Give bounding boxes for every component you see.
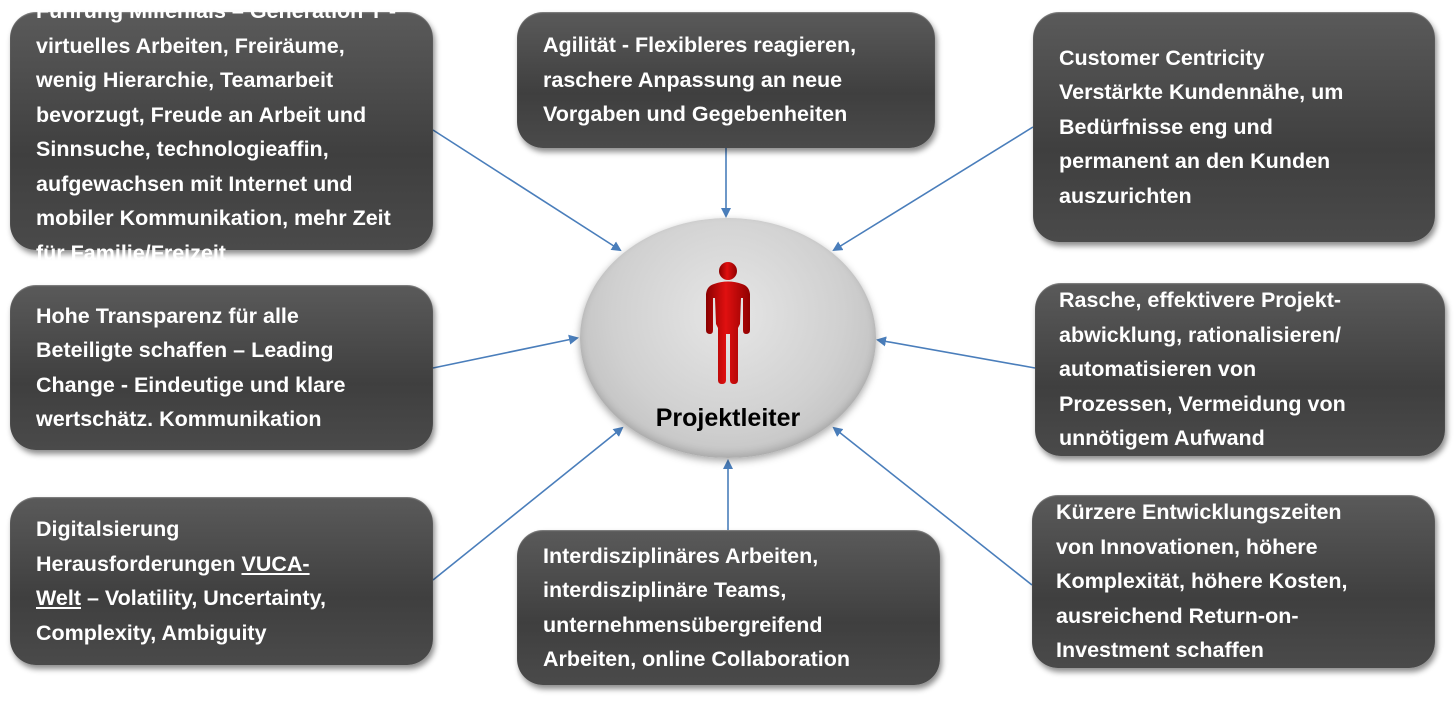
box-text-line: wertschätz. Kommunikation <box>36 407 322 431</box>
box-text-line: Digitalsierung <box>36 517 180 541</box>
arrow-customer <box>832 126 1034 252</box>
box-text-line: interdisziplinäre Teams, <box>543 578 787 602</box>
box-text-line: für Familie/Freizeit <box>36 240 226 265</box>
box-text-line: Sinnsuche, technologieaffin, <box>36 137 329 161</box>
box-text-line: Kürzere Entwicklungszeiten <box>1056 500 1342 525</box>
box-text-line: Bedürfnisse eng und <box>1059 114 1273 139</box>
box-text-line: bevorzugt, Freude an Arbeit und <box>36 102 367 127</box>
box-text-line: ausreichend Return-on- <box>1056 603 1299 628</box>
box-text-line: unternehmensübergreifend <box>543 612 823 637</box>
box-agilitaet: Agilität - Flexibleres reagieren, rasche… <box>517 12 935 148</box>
box-text-line: von Innovationen, höhere <box>1056 534 1318 559</box>
box-digitalisierung: Digitalsierung Herausforderungen VUCA- W… <box>10 497 433 665</box>
box-text-line: Complexity, Ambiguity <box>36 620 267 645</box>
box-text-line: Verstärkte Kundennähe, um <box>1059 80 1344 105</box>
box-text-line: Welt – Volatility, Uncertainty, <box>36 581 419 616</box>
box-millenials: Führung Millenials – Generation Y - virt… <box>10 0 433 265</box>
box-text: – Volatility, Uncertainty, <box>81 586 326 610</box>
vuca-link[interactable]: Welt <box>36 586 81 610</box>
box-text-line: permanent an den Kunden <box>1059 149 1331 174</box>
box-text-line: Interdisziplinäres Arbeiten, <box>543 543 819 568</box>
box-text-line: Rasche, effektivere Projekt- <box>1059 288 1342 313</box>
box-text: Herausforderungen <box>36 551 242 576</box>
box-transparenz: Hohe Transparenz für alle Beteiligte sch… <box>10 285 433 450</box>
box-text-line: Führung Millenials – Generation Y - <box>36 0 396 23</box>
center-label: Projektleiter <box>655 404 801 432</box>
arrow-transparenz <box>432 334 579 369</box>
arrow-projektabwicklung <box>876 336 1036 369</box>
box-text-line: Beteiligte schaffen – Leading <box>36 338 334 362</box>
box-text-line: virtuelles Arbeiten, Freiräume, <box>36 33 345 58</box>
box-text-line: Investment schaffen <box>1056 638 1264 663</box>
box-text-line: aufgewachsen mit Internet und <box>36 171 353 196</box>
box-text-line: Customer Centricity <box>1059 45 1265 70</box>
box-text-line: Vorgaben und Gegebenheiten <box>543 102 848 127</box>
box-text-line: automatisieren von <box>1059 357 1257 382</box>
box-text-line: wenig Hierarchie, Teamarbeit <box>36 68 334 92</box>
box-text-line: Herausforderungen VUCA- <box>36 547 419 582</box>
arrow-digitalisierung <box>432 426 624 581</box>
box-text-line: Prozessen, Vermeidung von <box>1059 391 1346 416</box>
box-text-line: abwicklung, rationalisieren/ <box>1059 322 1341 347</box>
box-text-line: Komplexität, höhere Kosten, <box>1056 569 1348 594</box>
arrow-entwicklungszeiten <box>832 426 1033 586</box>
box-projektabwicklung: Rasche, effektivere Projekt- abwicklung,… <box>1035 283 1445 456</box>
box-text-line: unnötigem Aufwand <box>1059 426 1265 451</box>
arrow-millenials <box>432 129 622 252</box>
box-text-line: Hohe Transparenz für alle <box>36 303 299 328</box>
vuca-link[interactable]: VUCA- <box>241 551 310 576</box>
box-entwicklungszeiten: Kürzere Entwicklungszeiten von Innovatio… <box>1032 495 1435 668</box>
box-interdisziplinaer: Interdisziplinäres Arbeiten, interdiszip… <box>517 530 940 685</box>
box-text-line: auszurichten <box>1059 183 1192 208</box>
box-text-line: raschere Anpassung an neue <box>543 67 843 92</box>
projektleiter-node: Projektleiter <box>580 218 876 458</box>
person-icon <box>706 262 750 384</box>
box-text-line: mobiler Kommunikation, mehr Zeit <box>36 206 391 230</box>
box-text-line: Agilität - Flexibleres reagieren, <box>543 33 857 58</box>
box-text-line: Arbeiten, online Collaboration <box>543 647 850 671</box>
box-customer-centricity: Customer Centricity Verstärkte Kundennäh… <box>1033 12 1435 242</box>
box-text-line: Change - Eindeutige und klare <box>36 372 346 397</box>
